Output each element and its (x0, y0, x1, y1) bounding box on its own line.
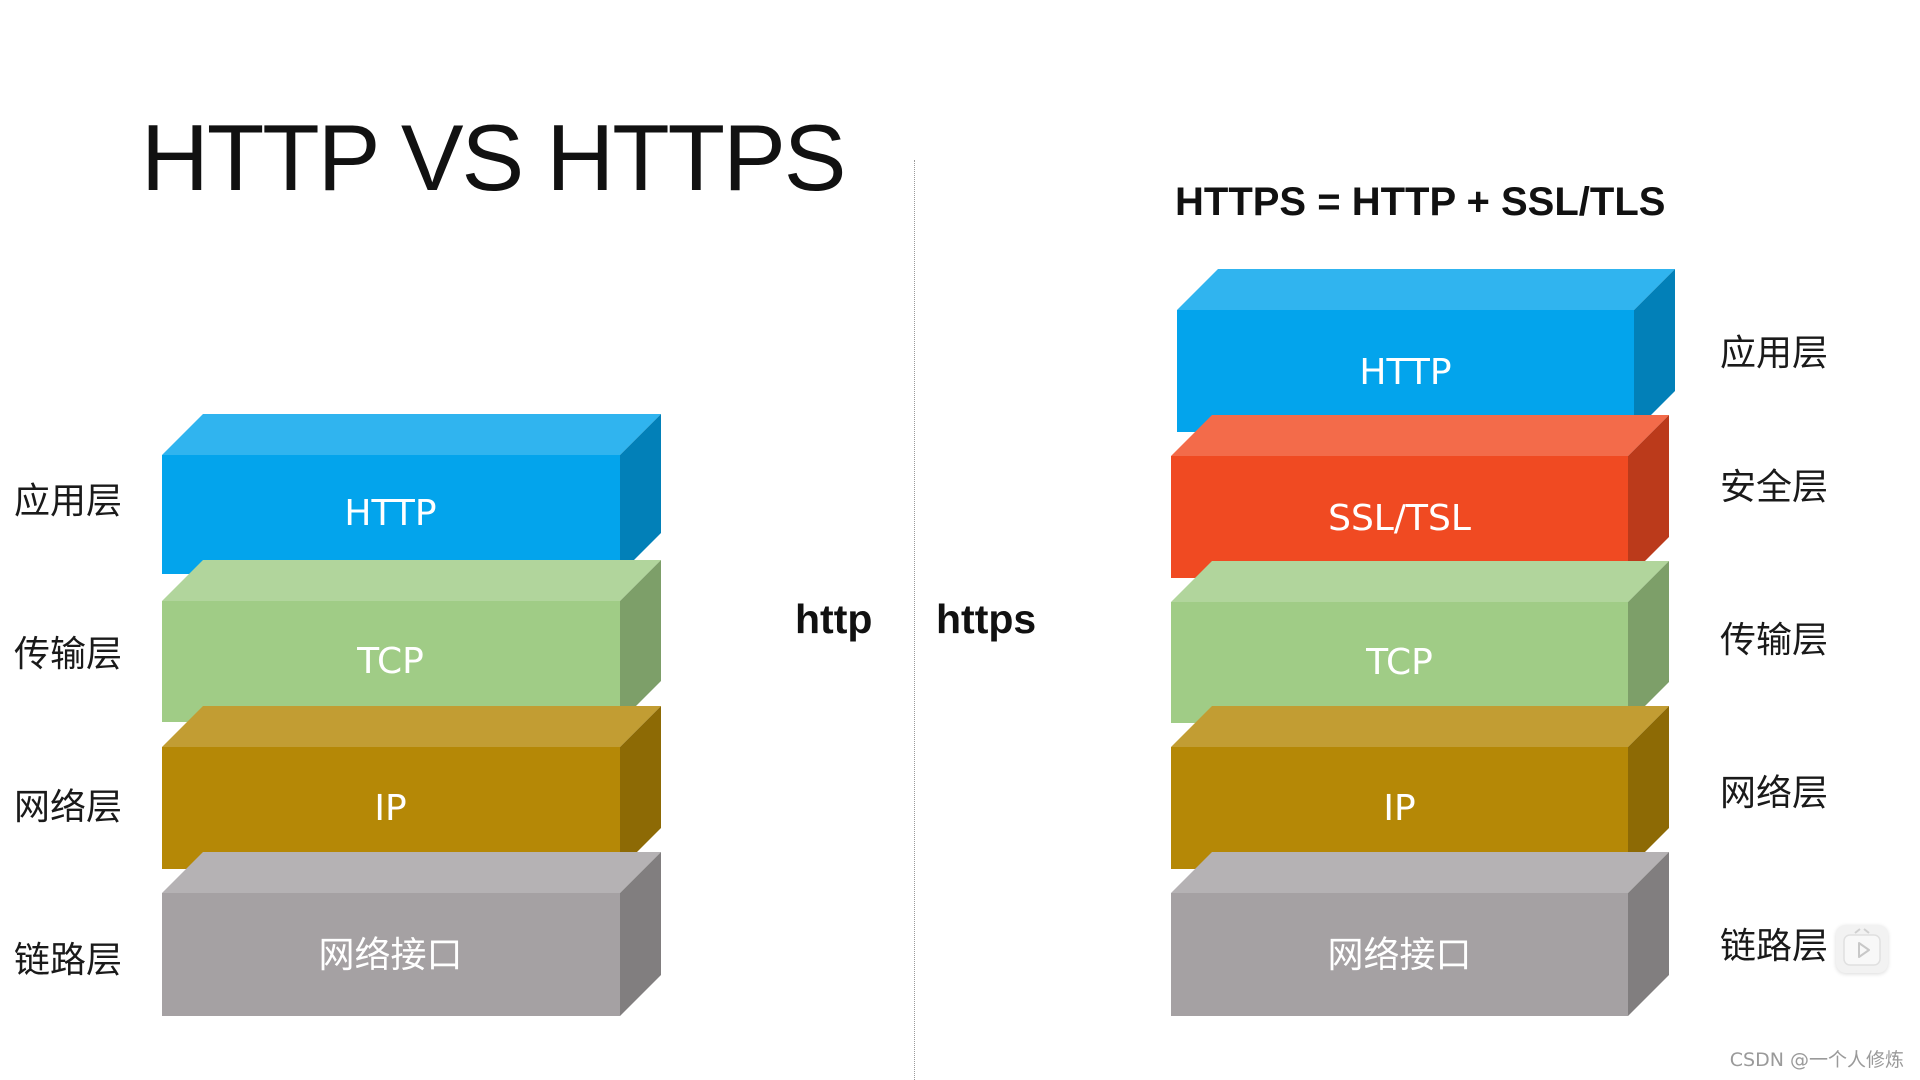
right-block-tcp: TCP (1171, 561, 1669, 723)
left-block-http-label: HTTP (344, 493, 437, 534)
right-layer-network: 网络层 (1720, 773, 1829, 814)
block-front-face (1171, 747, 1628, 869)
left-block-http: HTTP (162, 414, 661, 574)
right-block-ip-label: IP (1383, 788, 1416, 829)
page-title: HTTP VS HTTPS (141, 105, 846, 210)
block-front-face (162, 601, 620, 722)
block-side-face (620, 706, 661, 869)
http-stack-label: http (795, 596, 873, 642)
right-layer-link: 链路层 (1720, 926, 1829, 967)
right-block-http: HTTP (1177, 269, 1675, 432)
left-layer-transport: 传输层 (14, 634, 123, 675)
block-shape (162, 560, 661, 722)
left-block-link-label: 网络接口 (318, 935, 463, 976)
right-layer-transport: 传输层 (1720, 620, 1829, 661)
block-shape (162, 852, 661, 1016)
left-layer-application: 应用层 (14, 481, 123, 522)
left-block-tcp: TCP (162, 560, 661, 722)
video-badge[interactable] (1836, 925, 1888, 973)
block-front-face (162, 747, 620, 869)
right-block-link: 网络接口 (1171, 852, 1669, 1016)
right-block-tcp-label: TCP (1366, 642, 1433, 683)
left-block-link: 网络接口 (162, 852, 661, 1016)
block-front-face (162, 893, 620, 1016)
block-side-face (1634, 269, 1675, 432)
block-front-face (1171, 456, 1628, 578)
block-side-face (620, 852, 661, 1016)
right-layer-security: 安全层 (1720, 467, 1829, 508)
block-side-face (1628, 561, 1669, 723)
center-divider (914, 160, 915, 1080)
right-block-ssl: SSL/TSL (1171, 415, 1669, 578)
block-shape (1177, 269, 1675, 432)
block-top-face (1171, 706, 1669, 747)
left-layer-network: 网络层 (14, 787, 123, 828)
block-top-face (162, 852, 661, 893)
left-block-ip: IP (162, 706, 661, 869)
block-side-face (620, 560, 661, 722)
block-shape (1171, 561, 1669, 723)
block-shape (1171, 706, 1669, 869)
block-top-face (1177, 269, 1675, 310)
left-layer-link: 链路层 (14, 940, 123, 981)
block-front-face (1171, 602, 1628, 723)
block-top-face (162, 560, 661, 601)
https-formula: HTTPS = HTTP + SSL/TLS (1175, 180, 1666, 224)
https-stack-label: https (936, 596, 1037, 642)
block-shape (162, 414, 661, 574)
right-block-http-label: HTTP (1359, 352, 1452, 393)
block-top-face (1171, 561, 1669, 602)
left-block-ip-label: IP (374, 788, 407, 829)
right-block-link-label: 网络接口 (1327, 935, 1472, 976)
block-top-face (162, 414, 661, 455)
right-block-ip: IP (1171, 706, 1669, 869)
block-shape (162, 706, 661, 869)
right-layer-application: 应用层 (1720, 333, 1829, 374)
block-top-face (1171, 852, 1669, 893)
play-icon (1843, 928, 1881, 966)
block-side-face (1628, 415, 1669, 578)
right-block-ssl-label: SSL/TSL (1328, 498, 1471, 539)
left-block-tcp-label: TCP (357, 641, 424, 682)
block-front-face (1171, 893, 1628, 1016)
block-side-face (1628, 706, 1669, 869)
block-top-face (1171, 415, 1669, 456)
block-front-face (162, 455, 620, 574)
block-shape (1171, 415, 1669, 578)
watermark: CSDN @一个人修炼 (1729, 1049, 1904, 1071)
block-side-face (1628, 852, 1669, 1016)
block-top-face (162, 706, 661, 747)
block-front-face (1177, 310, 1634, 432)
block-shape (1171, 852, 1669, 1016)
block-side-face (620, 414, 661, 574)
